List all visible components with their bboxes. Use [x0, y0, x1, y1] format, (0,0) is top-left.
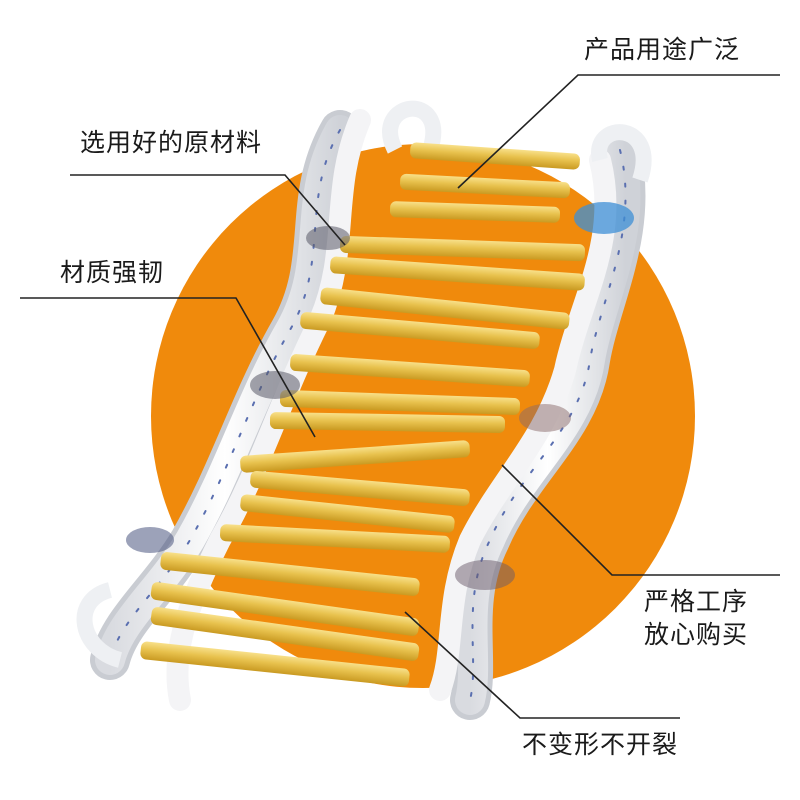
rung	[400, 173, 570, 199]
rung	[290, 354, 530, 387]
rung	[160, 552, 420, 596]
tie-knot	[519, 404, 571, 432]
rope-top-right-loop	[591, 124, 652, 183]
tie-knot	[455, 560, 515, 590]
rung	[410, 142, 580, 170]
rung	[150, 607, 420, 661]
label-good-material: 选用好的原材料	[80, 128, 263, 157]
rung	[250, 470, 470, 507]
leader-line-strict-process	[501, 464, 780, 576]
rung	[320, 287, 570, 330]
label-wide-use: 产品用途广泛	[583, 35, 740, 64]
leader-line-no-deform	[404, 611, 680, 719]
rung	[150, 582, 420, 636]
label-no-deform: 不变形不开裂	[522, 730, 679, 759]
rung	[219, 524, 450, 553]
ladder-rungs	[140, 142, 585, 687]
rope-right-bundle	[429, 130, 646, 720]
label-strong-material: 材质强韧	[60, 258, 165, 287]
rung	[240, 440, 470, 473]
rope-bottom-loop	[76, 582, 123, 668]
tie-knot	[306, 226, 350, 250]
rope-ties	[126, 202, 634, 590]
rung	[389, 201, 561, 223]
rung	[240, 494, 455, 533]
leader-line-wide-use	[457, 74, 780, 189]
label-strict-process-line1: 严格工序	[644, 587, 749, 616]
tie-knot	[250, 371, 300, 399]
leader-lines	[20, 74, 780, 719]
tie-knot	[126, 527, 174, 553]
leader-line-good-material	[70, 174, 346, 246]
rung	[279, 390, 521, 415]
rung	[339, 235, 585, 262]
tie-knot	[574, 202, 634, 234]
rung	[140, 641, 410, 687]
rung	[330, 256, 585, 291]
label-strict-process-line2: 放心购买	[644, 620, 749, 649]
rung	[269, 412, 506, 433]
rope-top-left-loop	[382, 100, 442, 154]
leader-line-strong-material	[20, 297, 316, 438]
rung	[300, 312, 540, 349]
label-strict-process: 严格工序 放心购买	[644, 585, 748, 651]
